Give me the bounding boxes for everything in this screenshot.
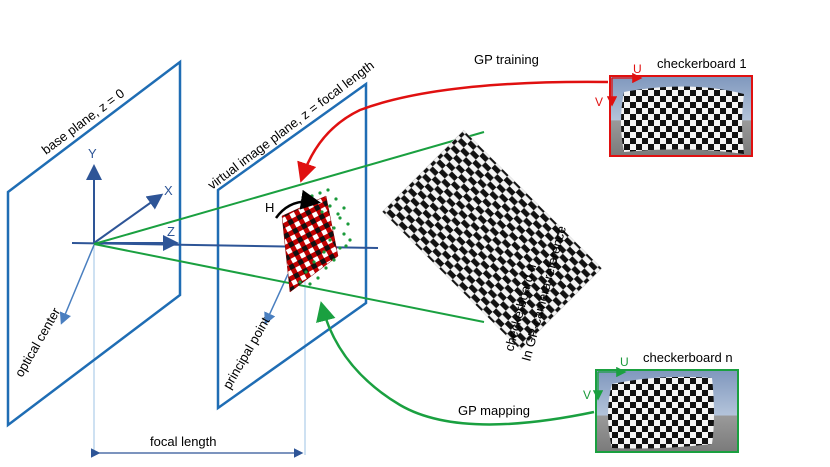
gp-mapping-label: GP mapping [458, 403, 530, 418]
virtual-plane-label: virtual image plane, z = focal length [205, 58, 377, 193]
checkerboard-n-image [595, 369, 739, 453]
gp-reference-checkerboard [381, 129, 603, 351]
gp-training-label: GP training [474, 52, 539, 67]
v-label-1: V [595, 95, 603, 109]
base-plane [6, 59, 182, 428]
principal-point-label: principal point [220, 314, 273, 391]
optical-center-label: optical center [12, 304, 64, 379]
homography-arrow [274, 189, 321, 219]
checkerboard-n-label: checkerboard n [643, 350, 733, 365]
gp-mapping-arrow [316, 301, 595, 426]
v-label-n: V [583, 388, 591, 402]
axis-y-label: Y [88, 146, 97, 161]
axis-x-label: X [164, 183, 173, 198]
gp-training-arrow [297, 80, 609, 183]
checkerboard-1-image [609, 75, 753, 157]
axis-z-label: Z [167, 224, 175, 239]
checkerboard-1-label: checkerboard 1 [657, 56, 747, 71]
optical-center-pointer [59, 244, 95, 325]
projection-line-top [93, 131, 485, 245]
homography-label: H [265, 200, 274, 215]
base-plane-label: base plane, z = 0 [39, 86, 127, 158]
focal-length-label: focal length [150, 434, 217, 449]
u-label-1: U [633, 62, 642, 76]
projected-checkerboard [281, 195, 339, 293]
virtual-image-plane [216, 81, 368, 411]
x-axis [93, 193, 164, 244]
u-label-n: U [620, 355, 629, 369]
